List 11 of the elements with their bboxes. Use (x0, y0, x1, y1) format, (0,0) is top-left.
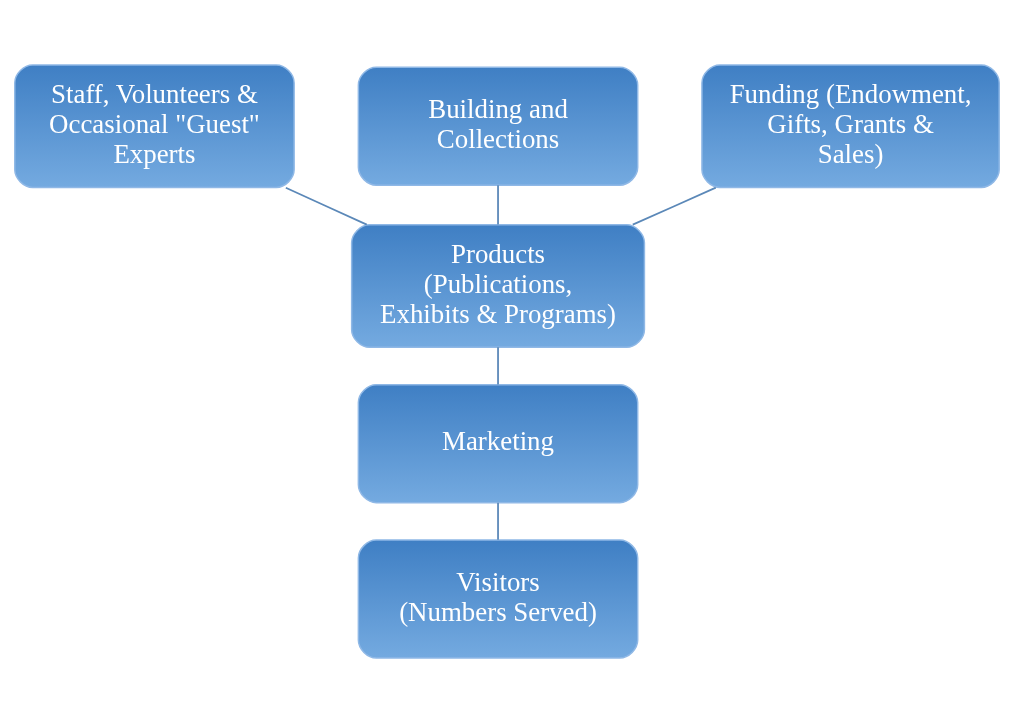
node-box: Marketing (357, 383, 639, 503)
node-box: Funding (Endowment, Gifts, Grants & Sales) (701, 63, 1000, 188)
connector (497, 183, 499, 225)
connector (497, 501, 499, 541)
node-box: Products (Publications, Exhibits & Programs) (350, 223, 646, 348)
connector (284, 186, 368, 226)
connector (631, 186, 717, 226)
node-box: Visitors (Numbers Served) (357, 538, 639, 659)
node-box: Staff, Volunteers & Occasional "Guest" Experts (14, 63, 295, 188)
connector (497, 345, 499, 385)
node-box: Building and Collections (357, 65, 639, 186)
